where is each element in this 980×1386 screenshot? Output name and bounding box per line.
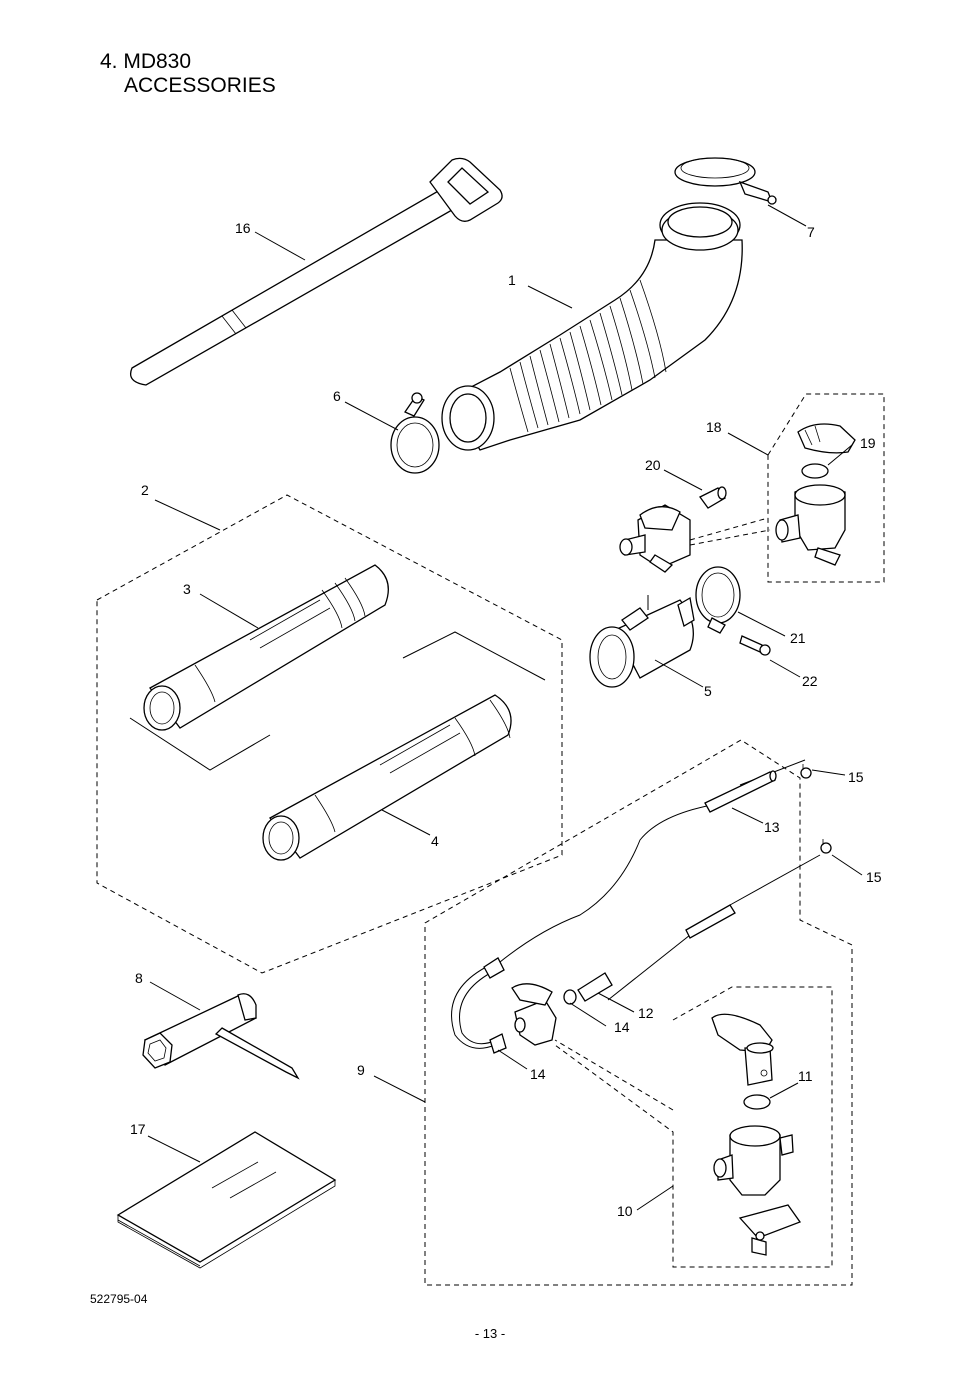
callout-5: 5 — [704, 683, 712, 699]
valve-detail-boundary — [554, 986, 833, 1268]
valve-part — [511, 983, 557, 1046]
callout-19: 19 — [860, 435, 876, 451]
callout-9: 9 — [357, 1062, 365, 1078]
title-line-2: ACCESSORIES — [124, 74, 276, 97]
clamp-part — [390, 392, 440, 474]
callout-4: 4 — [431, 833, 439, 849]
pipe-3-part — [143, 564, 389, 731]
callout-14b: 14 — [530, 1066, 546, 1082]
pipe-20-part — [699, 486, 727, 509]
callout-10: 10 — [617, 1203, 633, 1219]
fuel-cock-detail-boundary — [767, 393, 885, 583]
callout-21: 21 — [790, 630, 806, 646]
callout-1: 1 — [508, 272, 516, 288]
oring-11-part — [743, 1094, 771, 1110]
bolt-22-part — [739, 635, 771, 656]
fuel-hose-part — [451, 759, 821, 1049]
callout-12: 12 — [638, 1005, 654, 1021]
fuel-cock-link — [689, 517, 769, 541]
strap-part — [129, 157, 503, 386]
callout-11: 11 — [798, 1068, 813, 1084]
fuel-cock-link-2 — [689, 529, 771, 546]
leader-lines — [147, 204, 863, 1211]
callout-18: 18 — [706, 419, 722, 435]
callout-7: 7 — [807, 224, 815, 240]
callout-6: 6 — [333, 388, 341, 404]
pipe-4-part — [262, 694, 512, 861]
pipe-4-outline — [402, 631, 546, 681]
hose-band-part — [674, 157, 777, 205]
callout-14a: 14 — [614, 1019, 630, 1035]
callout-15a: 15 — [848, 769, 864, 785]
callout-17: 17 — [130, 1121, 146, 1137]
fuel-cock-body-part — [775, 484, 846, 566]
pipe-joint-part — [589, 595, 695, 688]
callout-22: 22 — [802, 673, 818, 689]
callout-8: 8 — [135, 970, 143, 986]
hose-end-part — [483, 957, 507, 1054]
hose-13-part — [704, 770, 777, 813]
page-title: 4. MD830 ACCESSORIES — [100, 50, 276, 98]
pipe-3-outline — [129, 717, 271, 771]
hose-12-part — [563, 904, 736, 1005]
fuel-line-boundary — [424, 739, 853, 1286]
callout-16: 16 — [235, 220, 251, 236]
page-number: - 13 - — [474, 1326, 506, 1341]
plug-wrench-part — [142, 993, 300, 1080]
callout-labels: 1 2 3 4 5 6 7 8 9 10 11 12 13 14 14 15 1… — [130, 220, 882, 1219]
oring-19-part — [801, 463, 829, 479]
fuel-cap-part — [797, 423, 856, 454]
callout-13: 13 — [764, 819, 780, 835]
flex-pipe-part — [441, 202, 743, 451]
callout-20: 20 — [645, 457, 661, 473]
valve-lever-part — [711, 1013, 774, 1086]
callout-15b: 15 — [866, 869, 882, 885]
document-code: 522795-04 — [90, 1292, 148, 1306]
valve-body-part — [713, 1125, 802, 1256]
band-21-part — [695, 566, 741, 634]
callout-2: 2 — [141, 482, 149, 498]
title-line-1: 4. MD830 — [100, 50, 192, 73]
manual-part — [116, 1131, 337, 1269]
fuel-cock-part — [619, 504, 691, 573]
callout-3: 3 — [183, 581, 191, 597]
clip-15-part — [800, 764, 832, 854]
pipe-set-boundary — [96, 494, 563, 974]
